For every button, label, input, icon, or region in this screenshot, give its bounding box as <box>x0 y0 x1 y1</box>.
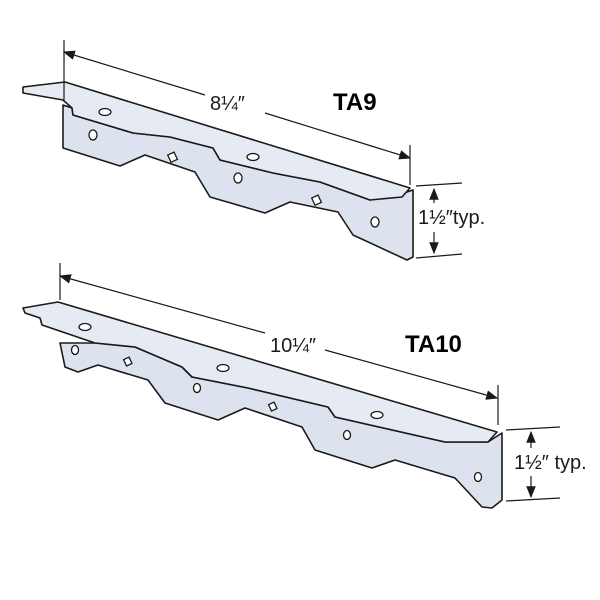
ta9-height-label: 1½″typ. <box>418 207 485 229</box>
ta9-web-hole <box>233 172 243 184</box>
ta10-flange-hole <box>370 410 384 420</box>
ta10-height-label: 1½″ typ. <box>514 452 587 474</box>
ta10-top-flange <box>22 301 498 443</box>
ta9-bracket <box>22 81 414 261</box>
ta10-length-dimension: 10¼″ <box>58 263 499 425</box>
ta9-top-flange <box>22 81 411 201</box>
ta9-height-dimension: 1½″typ. <box>415 182 485 259</box>
ta9-flange-hole <box>246 152 260 162</box>
ta10-height-dimension: 1½″ typ. <box>505 426 587 502</box>
ta9-length-dimension: 8¼″ <box>62 40 412 185</box>
ta10-web-hole <box>70 344 80 356</box>
ta9-diamond-hole <box>310 194 323 207</box>
ta10-diamond-hole <box>122 356 133 367</box>
ta9-diamond-hole <box>166 151 179 164</box>
ta9-model-label: TA9 <box>333 89 377 116</box>
ta10-flange-hole <box>216 363 230 373</box>
ta10-length-label: 10¼″ <box>270 335 316 357</box>
ta10-web-hole <box>342 429 352 441</box>
ta9-web-hole <box>88 129 98 141</box>
ta10-bracket <box>22 301 503 509</box>
ta9-length-label: 8¼″ <box>210 93 245 115</box>
ta10-diamond-hole <box>267 401 278 412</box>
ta10-web-hole <box>192 382 202 394</box>
ta10-model-label: TA10 <box>405 331 462 358</box>
ta9-web-hole <box>370 216 380 228</box>
ta10-flange-hole <box>78 322 92 332</box>
ta9-flange-hole <box>98 107 112 117</box>
ta10-web-hole <box>473 471 483 483</box>
